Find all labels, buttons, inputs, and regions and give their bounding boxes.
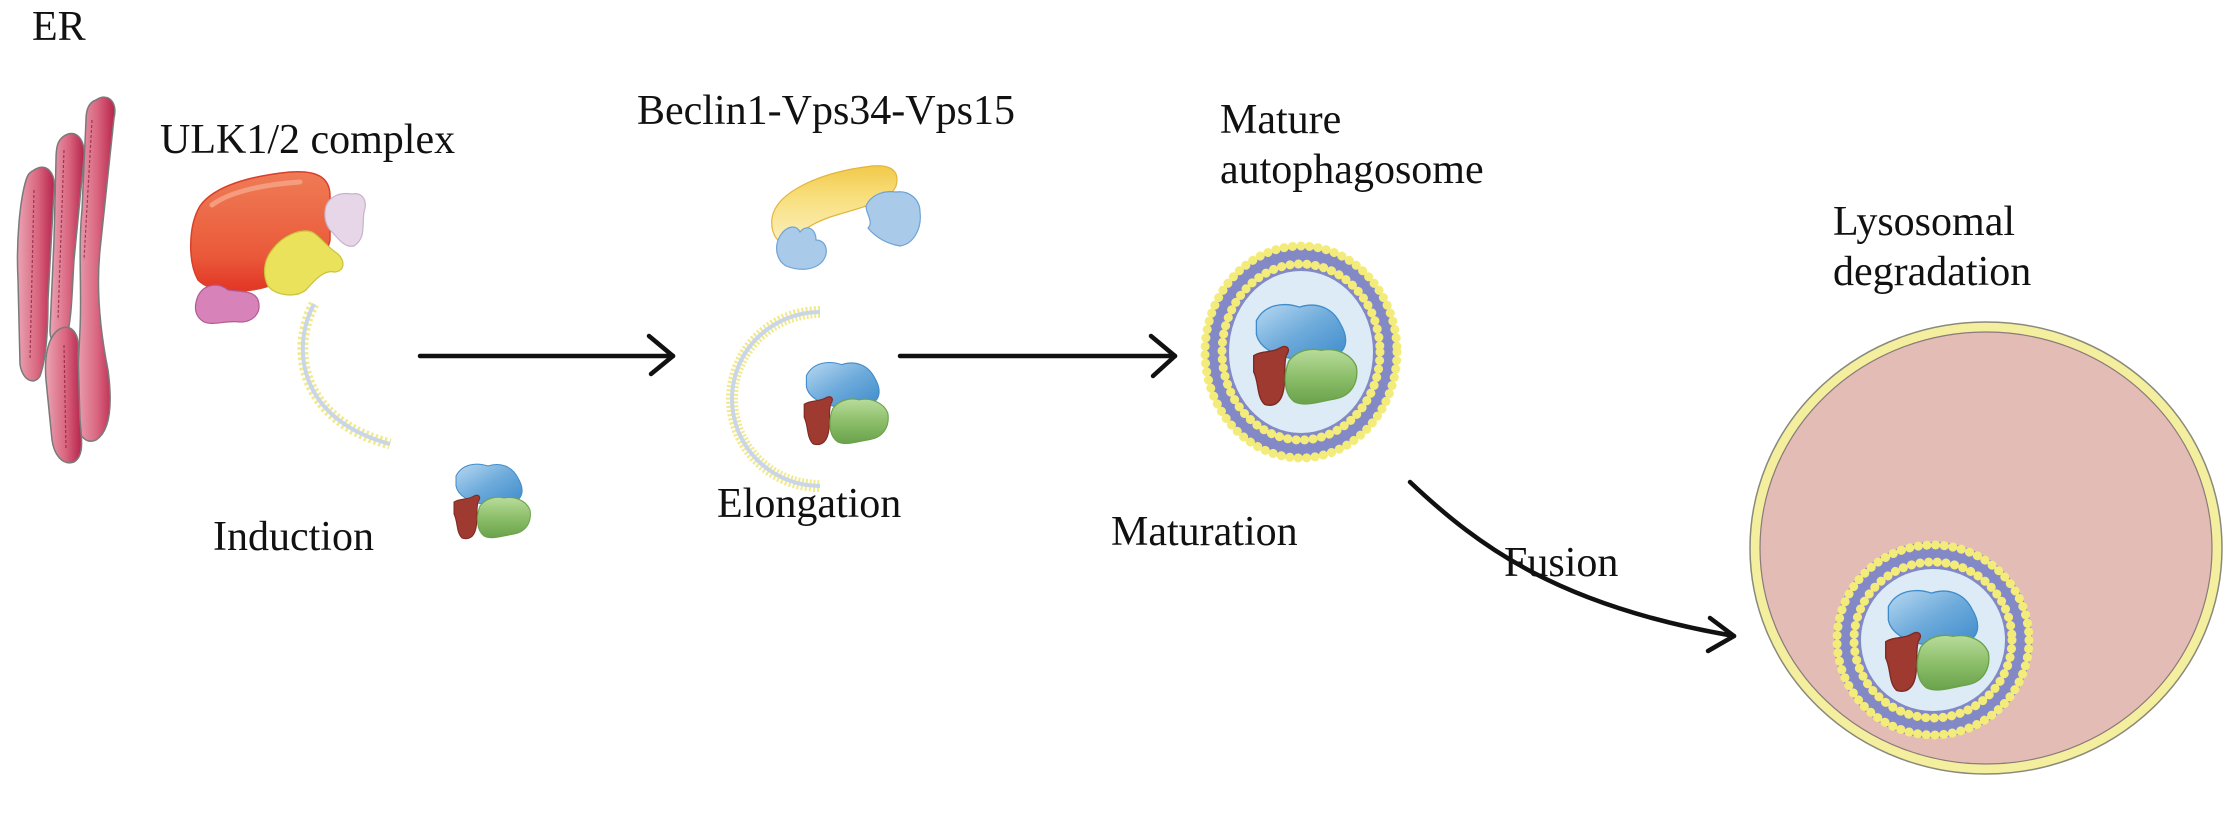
cargo-protein-cluster-icon [453,463,531,540]
lysosomal-degradation-label-line1: Lysosomal [1833,199,2015,245]
autophagosome-icon [1200,241,1402,463]
mature-autophagosome-label-line2: autophagosome [1220,147,1484,193]
ulk-complex-label: ULK1/2 complex [160,117,455,163]
endoplasmic-reticulum-icon [16,96,116,464]
phagophore-membrane-icon [297,301,392,450]
beclin-complex-label: Beclin1-Vps34-Vps15 [637,88,1015,134]
cargo-protein-cluster-icon [1885,589,1990,692]
lysosomal-degradation-label-line2: degradation [1833,249,2031,295]
ulk-protein-complex-icon [190,170,366,325]
cargo-protein-cluster-icon [1253,303,1358,406]
fusion-label: Fusion [1504,540,1618,586]
cargo-protein-cluster-icon [803,362,889,446]
curved-arrow-icon [1407,479,1737,654]
maturation-label: Maturation [1111,509,1298,555]
arrow-right-icon [417,333,676,377]
induction-label: Induction [213,514,374,560]
lysosome-icon [1749,321,2223,775]
phagophore-membrane-icon [726,306,821,492]
arrow-right-icon [897,333,1178,379]
elongation-label: Elongation [717,481,901,527]
er-label: ER [32,4,86,50]
autophagosome-icon [1832,540,2034,740]
mature-autophagosome-label-line1: Mature [1220,97,1341,143]
beclin-protein-complex-icon [771,165,921,270]
